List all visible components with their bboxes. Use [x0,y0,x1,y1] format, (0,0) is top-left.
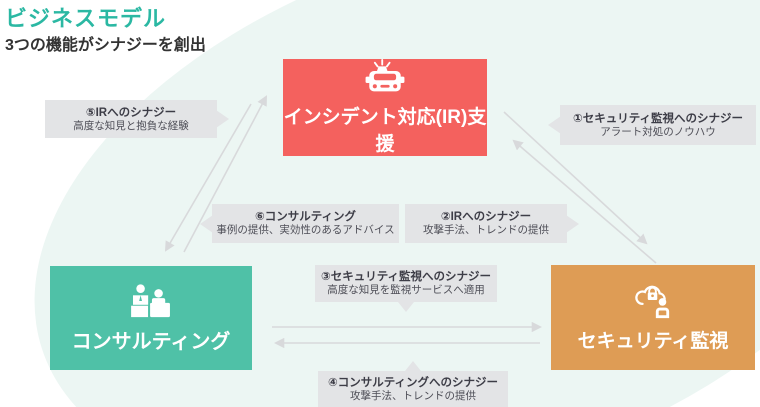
page-subtitle: 3つの機能がシナジーを創出 [5,37,206,54]
callout-4-synergy-to-consulting: ④コンサルティングへのシナジー 攻撃手法、トレンドの提供 [318,361,508,407]
callout-1-detail: アラート対処のノウハウ [600,125,716,138]
callout-3-pointer-down-icon [398,302,414,312]
callout-5-title: ⑤IRへのシナジー [85,106,177,119]
callout-1-pointer-left-icon [548,116,561,134]
callout-3-synergy-to-monitoring: ③セキュリティ監視へのシナジー 高度な知見を監視サービスへ適用 [315,265,497,312]
node-incident-response: インシデント対応(IR)支援 [283,59,487,156]
node-security-monitoring: セキュリティ監視 [551,265,755,370]
callout-2-detail: 攻撃手法、トレンドの提供 [423,224,549,236]
arrow-monitoring-to-ir [512,139,657,264]
page-title: ビジネスモデル [5,6,167,31]
callout-1-synergy-to-monitoring: ①セキュリティ監視へのシナジー アラート対処のノウハウ [548,105,756,145]
callout-5-detail: 高度な知見と抱負な経験 [73,119,189,132]
arrow-ir-to-consulting [164,103,252,252]
callout-5-synergy-to-ir: ⑤IRへのシナジー 高度な知見と抱負な経験 [45,100,229,138]
callout-6-pointer-left-icon [200,214,213,233]
siren-car-icon [365,59,405,92]
node-consulting: コンサルティング [50,266,252,370]
callout-6-consulting: ⑥コンサルティング 事例の提供、実効性のあるアドバイス [200,204,399,243]
callout-6-title: ⑥コンサルティング [254,211,357,223]
callout-2-title: ②IRへのシナジー [440,211,532,223]
callout-2-synergy-to-ir: ②IRへのシナジー 攻撃手法、トレンドの提供 [405,204,579,243]
node-incident-response-label: インシデント対応(IR)支援 [283,107,487,155]
callout-1-title: ①セキュリティ監視へのシナジー [572,112,744,125]
callout-4-title: ④コンサルティングへのシナジー [327,376,499,389]
callout-4-detail: 攻撃手法、トレンドの提供 [350,389,476,402]
callout-6-detail: 事例の提供、実効性のあるアドバイス [216,224,395,236]
callout-3-title: ③セキュリティ監視へのシナジー [320,271,492,283]
callout-2-pointer-right-icon [566,214,579,233]
arrow-consulting-to-ir [183,95,267,253]
node-consulting-label: コンサルティング [71,330,231,353]
callout-4-pointer-up-icon [405,361,421,371]
callout-3-detail: 高度な知見を監視サービスへ適用 [327,284,485,296]
cloud-lock-user-icon [635,285,670,319]
callout-5-pointer-right-icon [216,110,229,128]
node-security-monitoring-label: セキュリティ監視 [577,331,729,352]
arrow-ir-to-monitoring [503,111,648,245]
consulting-desk-icon [131,283,170,317]
